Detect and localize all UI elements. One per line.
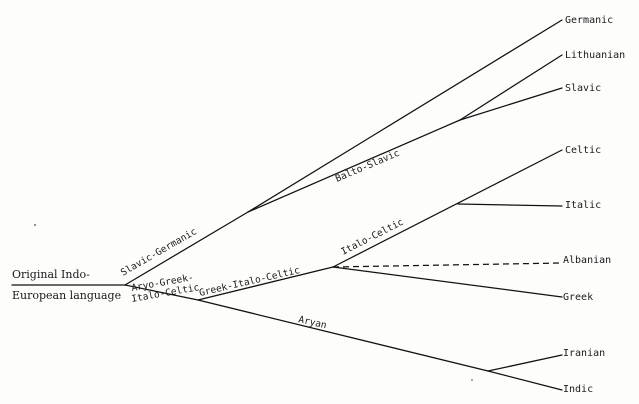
label-slavic-germanic: Slavic-Germanic (119, 226, 199, 278)
leaf-albanian: Albanian (563, 255, 611, 266)
scan-speck (471, 379, 473, 381)
branch-slavic (459, 87, 563, 121)
branch-iranian (487, 354, 563, 372)
leaf-slavic: Slavic (565, 83, 601, 94)
branch-balto-slavic (247, 119, 461, 213)
branch-albanian-dashed (332, 262, 563, 268)
leaf-italic: Italic (565, 200, 601, 211)
branch-aryo-greek-italo-celtic (124, 284, 199, 301)
root-label-line2: European language (12, 289, 121, 302)
root-label-line1: Original Indo- (12, 268, 90, 281)
branch-germanic (247, 19, 563, 213)
leaf-lithuanian: Lithuanian (565, 50, 625, 61)
branch-lithuanian (459, 54, 563, 121)
label-italo-celtic: Italo-Celtic (339, 217, 405, 258)
branch-italo-celtic (332, 149, 563, 268)
label-greek-italo-celtic: Greek-Italo-Celtic (198, 265, 301, 299)
leaf-indic: Indic (563, 384, 593, 395)
leaf-iranian: Iranian (563, 348, 605, 359)
branch-slavic-germanic (124, 211, 249, 286)
branch-aryan (197, 299, 489, 372)
leaf-germanic: Germanic (565, 15, 613, 26)
leaf-greek: Greek (563, 292, 593, 303)
branch-indic (487, 370, 563, 391)
scan-speck (34, 224, 36, 226)
branch-italic (457, 203, 563, 207)
branch-greek (332, 266, 563, 298)
branch-greek-italo-celtic (197, 266, 334, 301)
label-aryan: Aryan (297, 314, 327, 331)
leaf-celtic: Celtic (565, 145, 601, 156)
